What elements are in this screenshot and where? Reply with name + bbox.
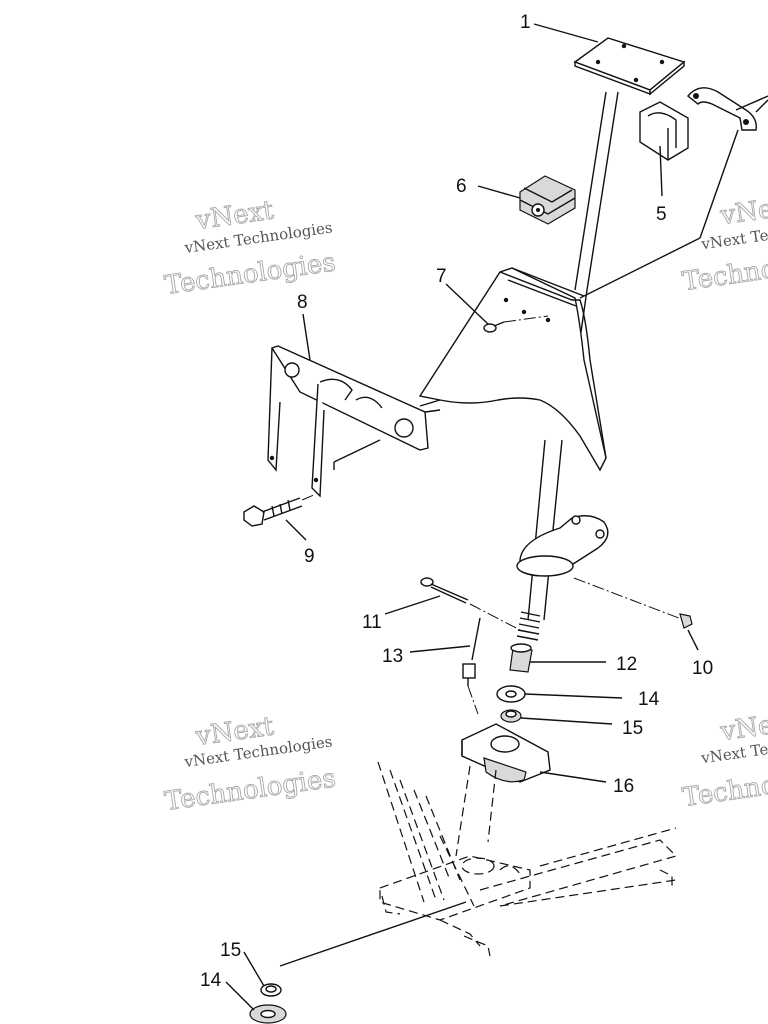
callout-15-lower: 15	[220, 940, 241, 961]
washer-upper	[496, 685, 526, 703]
watermark-bottom-right: vNext vNext Technologies Technologies	[680, 706, 768, 814]
callout-9: 9	[304, 546, 315, 567]
watermark-line3: Technologies	[681, 244, 768, 298]
callout-7: 7	[436, 266, 447, 287]
callout-labels: 1 5 6 7 8 9 10 11 12 13 14 15 16 15 14	[200, 12, 713, 991]
callout-15: 15	[622, 718, 643, 739]
steering-cover	[418, 267, 607, 472]
washer-lower	[249, 1004, 287, 1024]
callout-14: 14	[638, 689, 660, 710]
watermark-line3: Technologies	[681, 760, 768, 814]
pin	[462, 617, 481, 715]
bushing-lower	[260, 983, 282, 997]
mount-bracket	[267, 345, 441, 498]
callout-13: 13	[382, 646, 403, 667]
watermark-top-left: vNext vNext Technologies Technologies	[162, 195, 337, 302]
callout-16: 16	[613, 776, 634, 797]
clamp-block	[639, 101, 689, 161]
bolt	[243, 493, 317, 527]
callout-12: 12	[616, 654, 637, 675]
cotter-pin	[420, 577, 521, 631]
watermark-top-right: vNext vNext Technologies Technologies	[680, 190, 768, 298]
chassis-frame	[377, 761, 678, 957]
steering-post	[509, 37, 686, 673]
callout-6: 6	[456, 176, 467, 197]
callout-5: 5	[656, 204, 667, 225]
screw	[483, 315, 549, 333]
nut	[679, 613, 693, 629]
watermark-line1: vNext	[718, 191, 768, 232]
callout-10: 10	[692, 658, 713, 679]
bushing-upper	[500, 709, 522, 723]
watermark-line3: Technologies	[163, 763, 338, 817]
callout-11: 11	[362, 612, 382, 633]
callout-1: 1	[520, 12, 531, 33]
steering-block	[461, 723, 551, 783]
callout-8: 8	[297, 292, 308, 313]
rubber-damper	[519, 175, 576, 225]
shaft-threads	[516, 611, 541, 641]
leader-lines	[225, 23, 768, 1011]
lower-bracket	[516, 515, 693, 629]
callout-14-lower: 14	[200, 970, 222, 991]
strap-bracket	[686, 87, 768, 131]
watermark-bottom-left: vNext vNext Technologies Technologies	[163, 711, 338, 818]
